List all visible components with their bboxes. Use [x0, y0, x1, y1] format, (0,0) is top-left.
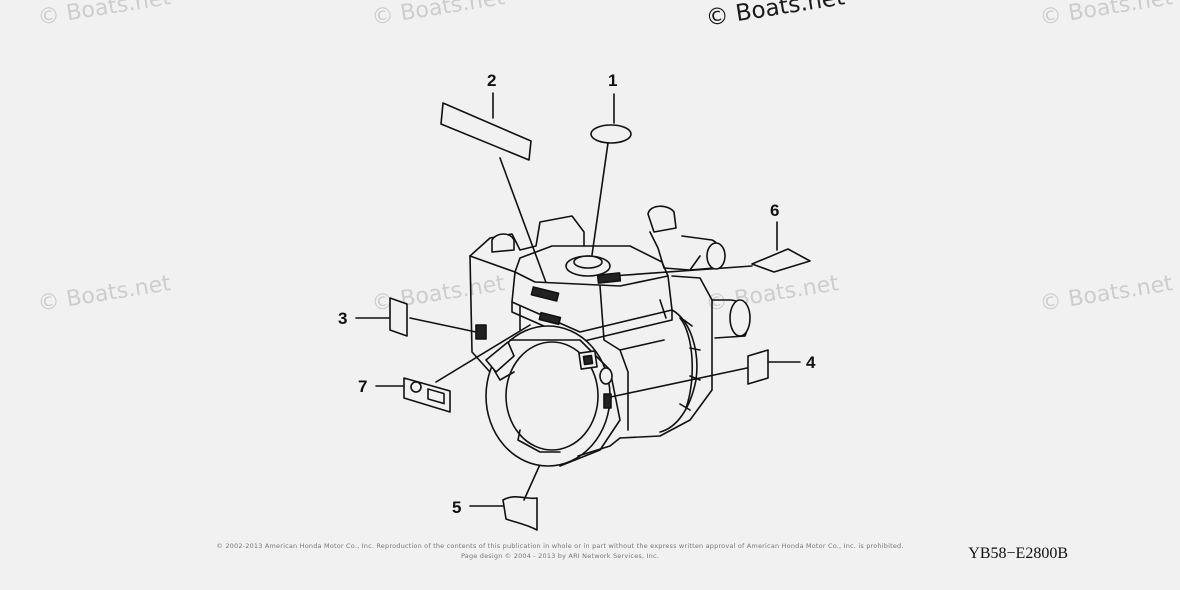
decal-4-shape	[747, 349, 769, 385]
callout-1: 1	[608, 71, 618, 90]
copyright-line-1: © 2002-2013 American Honda Motor Co., In…	[216, 542, 904, 550]
decal-7-shape	[403, 377, 451, 413]
callout-5: 5	[452, 498, 462, 517]
copyright-line-2: Page design © 2004 - 2013 by ARI Network…	[460, 552, 660, 560]
decal-7-box	[427, 388, 445, 405]
callout-6: 6	[770, 201, 780, 220]
callout-4: 4	[806, 353, 816, 372]
decal-1-shape	[590, 124, 632, 144]
diagram-code: YB58−E2800B	[968, 545, 1068, 562]
callout-7: 7	[358, 377, 368, 396]
callout-2: 2	[487, 71, 497, 90]
decal-6-shape	[751, 248, 811, 273]
decal-2-shape	[440, 102, 532, 161]
decal-5-shape	[502, 496, 538, 531]
decal-3-shape	[389, 297, 408, 337]
decal-7-symbol	[410, 381, 422, 393]
callout-3: 3	[338, 309, 348, 328]
